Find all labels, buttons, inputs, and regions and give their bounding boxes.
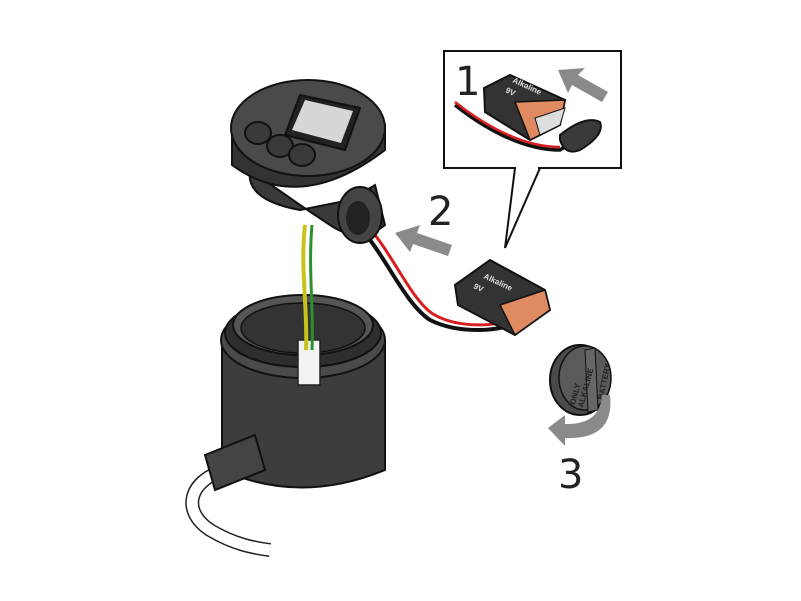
svg-text:9V: 9V xyxy=(504,86,517,99)
inset-step-1: 1 9V Alkaline xyxy=(443,50,622,249)
cable xyxy=(185,463,271,557)
arrow-1-icon xyxy=(558,68,608,102)
valve-housing xyxy=(203,294,386,492)
svg-text:9V: 9V xyxy=(472,282,485,295)
step-3-label: 3 xyxy=(558,452,583,498)
controller-unit xyxy=(230,79,387,244)
battery-cap: ONLY ALKALINE BATTERY xyxy=(549,344,613,416)
battery-9v: 9V Alkaline xyxy=(453,258,552,337)
wires xyxy=(301,212,511,351)
arrow-2-icon xyxy=(395,225,452,256)
step-2-label: 2 xyxy=(428,189,453,235)
rotate-arrow-icon xyxy=(548,395,611,446)
step-1-label: 1 xyxy=(455,59,480,105)
